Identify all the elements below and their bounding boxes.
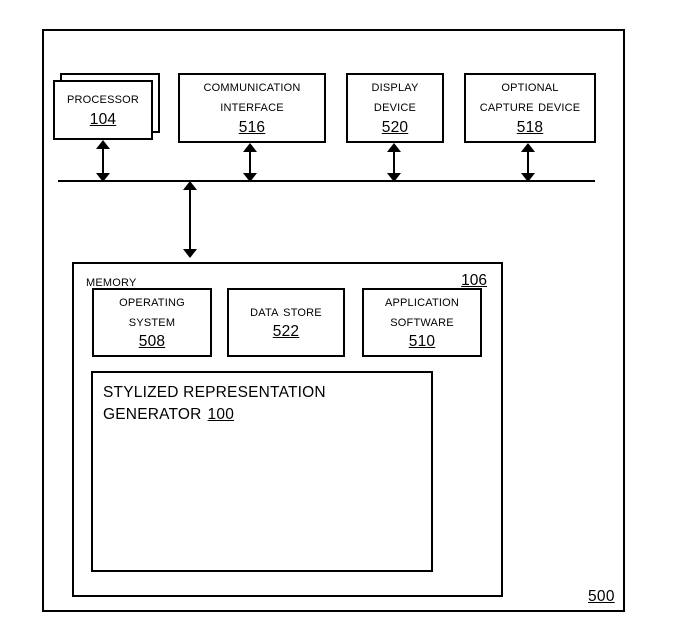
arrow-head-up-icon	[96, 140, 110, 149]
application-software-label-line1: Application	[384, 292, 460, 310]
arrow-head-down-icon	[96, 173, 110, 182]
arrow-shaft	[393, 148, 395, 177]
figure-reference-number: 500	[588, 588, 615, 605]
display-device-bus-arrow	[386, 143, 402, 182]
application-software-box[interactable]: Application Software 510	[362, 288, 482, 357]
operating-system-box[interactable]: Operating System 508	[92, 288, 212, 357]
arrow-head-down-icon	[387, 173, 401, 182]
arrow-head-up-icon	[521, 143, 535, 152]
arrow-head-down-icon	[521, 173, 535, 182]
display-device-label-line1: Display	[371, 78, 419, 96]
arrow-shaft	[527, 148, 529, 177]
system-bus-line	[58, 180, 595, 182]
optional-capture-device-label-line1: Optional	[501, 78, 559, 96]
communication-interface-label-line1: Communication	[203, 78, 301, 96]
optional-capture-device-box[interactable]: Optional Capture Device 518	[464, 73, 596, 143]
processor-reference: 104	[89, 110, 117, 128]
data-store-label: Data Store	[250, 302, 322, 320]
arrow-head-up-icon	[243, 143, 257, 152]
communication-interface-box[interactable]: Communication Interface 516	[178, 73, 326, 143]
communication-interface-label-line2: Interface	[220, 98, 284, 116]
communication-interface-reference: 516	[238, 118, 266, 136]
operating-system-label-line1: Operating	[119, 292, 185, 310]
stylized-representation-generator-label-line2: GENERATOR 100	[103, 404, 234, 426]
processor-label: Processor	[66, 90, 140, 108]
stylized-representation-generator-reference: 100	[207, 406, 235, 423]
memory-reference: 106	[461, 272, 487, 289]
display-device-label-line2: Device	[373, 98, 417, 116]
application-software-label-line2: Software	[390, 312, 454, 330]
processor-box[interactable]: Processor 104	[53, 80, 153, 140]
optional-capture-device-reference: 518	[516, 118, 544, 136]
display-device-box[interactable]: Display Device 520	[346, 73, 444, 143]
data-store-reference: 522	[272, 323, 300, 341]
arrow-head-down-icon	[183, 249, 197, 258]
arrow-head-up-icon	[387, 143, 401, 152]
processor-bus-arrow	[95, 140, 111, 182]
optional-capture-device-bus-arrow	[520, 143, 536, 182]
memory-label: Memory	[86, 273, 137, 290]
stylized-representation-generator-label-line1: STYLIZED REPRESENTATION	[103, 384, 326, 401]
memory-bus-arrow	[182, 181, 198, 258]
operating-system-reference: 508	[138, 333, 166, 351]
arrow-head-down-icon	[243, 173, 257, 182]
communication-interface-bus-arrow	[242, 143, 258, 182]
stylized-representation-generator-box[interactable]: STYLIZED REPRESENTATION GENERATOR 100	[91, 371, 433, 572]
arrow-head-up-icon	[183, 181, 197, 190]
arrow-shaft	[249, 148, 251, 177]
application-software-reference: 510	[408, 333, 436, 351]
arrow-shaft	[102, 145, 104, 177]
generator-word: GENERATOR	[103, 406, 202, 423]
operating-system-label-line2: System	[128, 312, 176, 330]
arrow-shaft	[189, 186, 191, 253]
optional-capture-device-label-line2: Capture Device	[479, 98, 581, 116]
data-store-box[interactable]: Data Store 522	[227, 288, 345, 357]
display-device-reference: 520	[381, 118, 409, 136]
